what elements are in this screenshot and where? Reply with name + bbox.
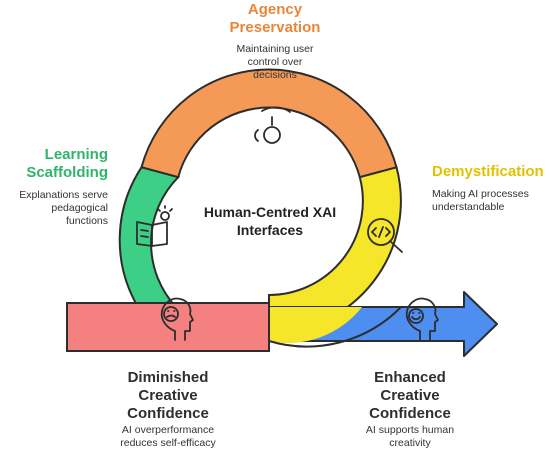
agency-desc-line1: Maintaining user <box>236 43 314 55</box>
learning-title: Learning Scaffolding <box>4 146 108 182</box>
center-title-line1: Human-Centred XAI <box>203 204 337 220</box>
agency-title: Agency Preservation <box>190 1 360 37</box>
happy-face-head-icon <box>405 297 439 341</box>
enhanced-title-line2: Creative <box>380 387 440 404</box>
agency-desc-line3: decisions <box>253 69 297 81</box>
agency-desc: Maintaining user control over decisions <box>200 43 350 82</box>
learning-desc-line2: pedagogical <box>51 202 108 214</box>
code-magnifier-icon <box>367 218 403 253</box>
agency-title-line2: Preservation <box>229 19 321 36</box>
agency-desc-line2: control over <box>247 56 303 68</box>
diminished-desc-line2: reduces self-efficacy <box>120 437 216 449</box>
learning-segment <box>118 166 181 308</box>
book-lightbulb-icon <box>136 205 173 247</box>
center-title: Human-Centred XAI Interfaces <box>180 203 360 239</box>
demystification-segment-bottom <box>269 307 362 343</box>
ring-outline <box>268 306 402 348</box>
demystification-title-line1: Demystification <box>432 163 544 180</box>
learning-desc: Explanations serve pedagogical functions <box>0 189 108 228</box>
diminished-title-line3: Confidence <box>127 405 209 422</box>
diminished-title-line1: Diminished <box>127 369 209 386</box>
enhanced-title-line1: Enhanced <box>374 369 446 386</box>
demystification-title: Demystification <box>432 163 548 181</box>
enhanced-desc-line2: creativity <box>389 437 431 449</box>
hand-icon <box>254 106 291 144</box>
demystification-desc-line1: Making AI processes <box>432 188 529 200</box>
learning-desc-line3: functions <box>65 215 108 227</box>
enhanced-desc: AI supports human creativity <box>345 424 475 450</box>
agency-segment <box>140 68 398 179</box>
diminished-desc-line1: AI overperformance <box>121 424 215 436</box>
demystification-desc-line2: understandable <box>432 201 505 213</box>
diminished-desc: AI overperformance reduces self-efficacy <box>98 424 238 450</box>
demystification-desc: Making AI processes understandable <box>432 188 548 214</box>
learning-title-line1: Learning <box>44 146 108 163</box>
learning-desc-line1: Explanations serve <box>19 189 108 201</box>
sad-face-head-icon <box>160 297 194 341</box>
center-title-line2: Interfaces <box>236 222 304 238</box>
agency-title-line1: Agency <box>247 1 303 18</box>
enhanced-desc-line1: AI supports human <box>365 424 455 436</box>
enhanced-title: Enhanced Creative Confidence <box>345 369 475 423</box>
diminished-title: Diminished Creative Confidence <box>103 369 233 423</box>
enhanced-title-line3: Confidence <box>369 405 451 422</box>
diminished-title-line2: Creative <box>138 387 198 404</box>
learning-title-line2: Scaffolding <box>26 164 108 181</box>
